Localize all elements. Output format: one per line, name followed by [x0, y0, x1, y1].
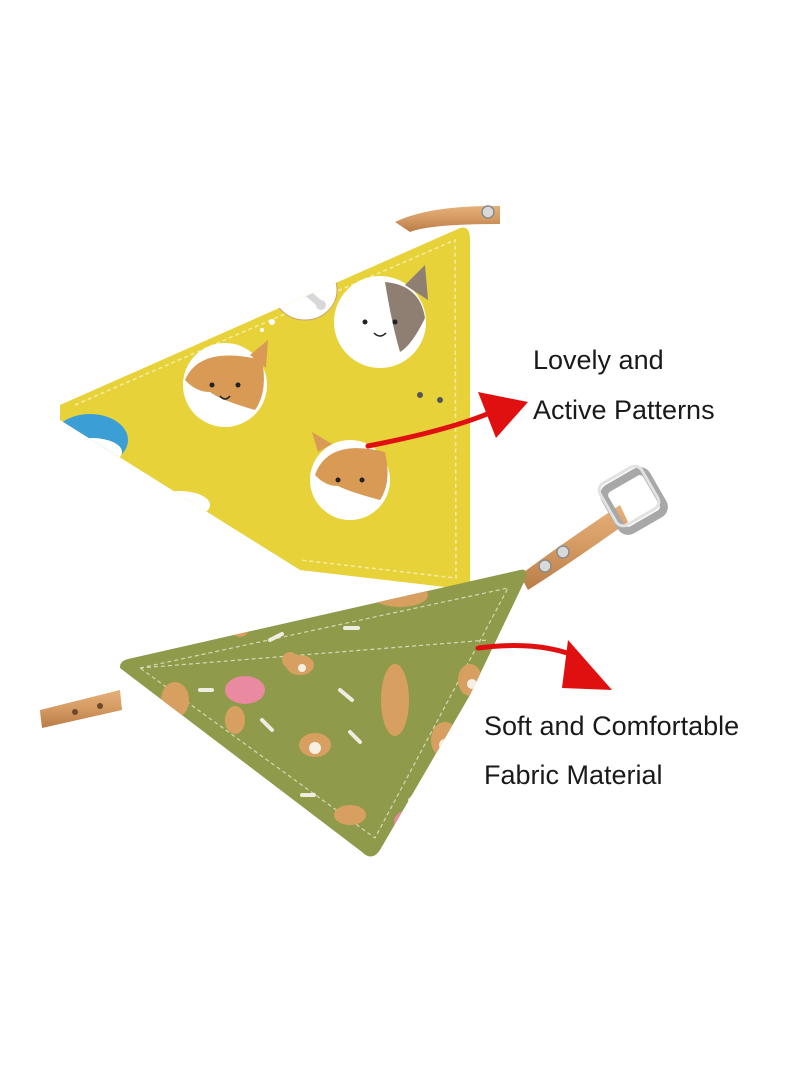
shiba-face-grey	[334, 265, 428, 368]
yellow-collar-strap	[395, 205, 500, 232]
caption-patterns-line2: Active Patterns	[533, 395, 715, 425]
arrow-patterns	[365, 392, 528, 449]
dog-bowl	[60, 414, 128, 466]
caption-fabric-line1: Soft and Comfortable	[484, 711, 740, 741]
collar-buckle	[597, 464, 668, 535]
olive-bandana	[40, 464, 668, 857]
yellow-bandana	[60, 205, 500, 590]
olive-collar-strap	[40, 505, 628, 728]
shiba-face-1	[183, 340, 268, 427]
caption-fabric-line2: Fabric Material	[484, 760, 663, 790]
arrow-fabric	[475, 640, 612, 690]
shiba-face-2	[310, 432, 390, 520]
caption-patterns-line1: Lovely and	[533, 345, 664, 375]
